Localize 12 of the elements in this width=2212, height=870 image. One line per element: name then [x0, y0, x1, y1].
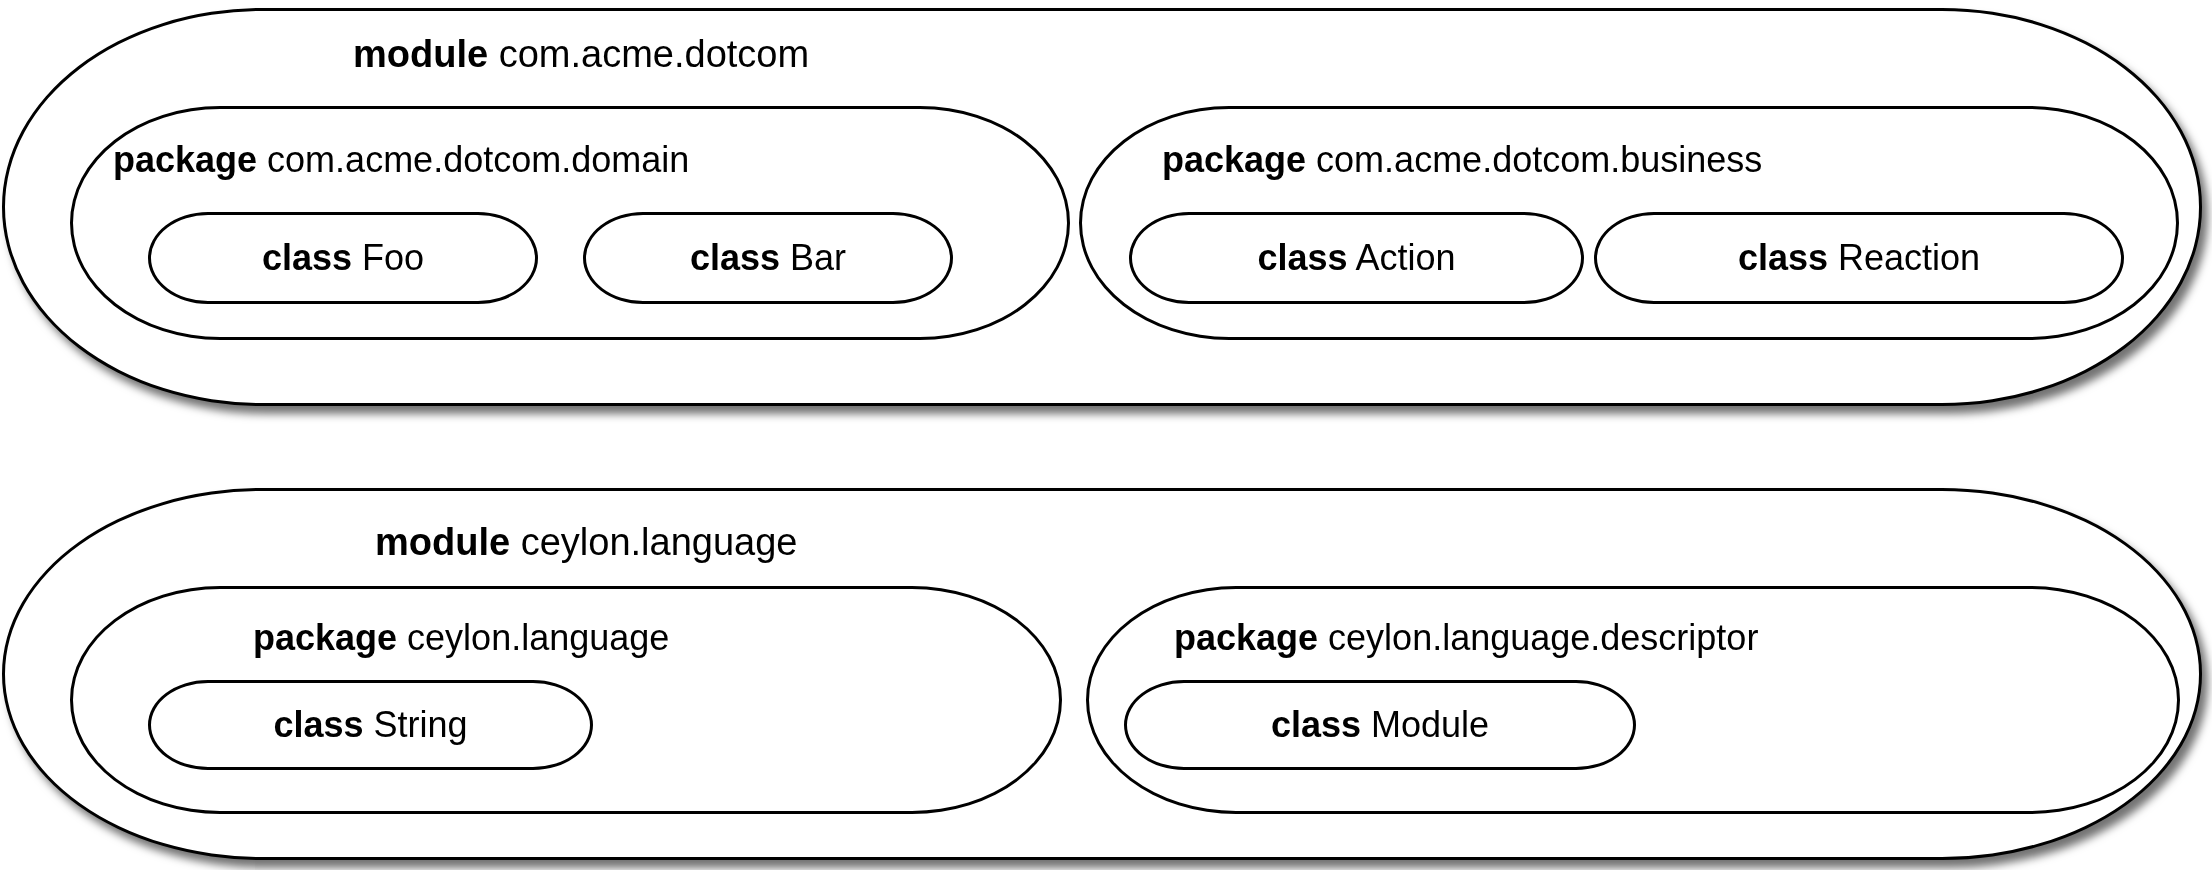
module-title: module com.acme.dotcom [353, 33, 810, 76]
class-label: class Action [1256, 237, 1457, 279]
class-label: class String [272, 704, 469, 746]
package-title: package ceylon.language [253, 617, 670, 659]
package-title: package com.acme.dotcom.business [1162, 139, 1763, 181]
class-label: class Module [1269, 704, 1491, 746]
class-label: class Foo [260, 237, 426, 279]
package-title: package com.acme.dotcom.domain [113, 139, 690, 181]
class-label: class Reaction [1736, 237, 1982, 279]
package-title: package ceylon.language.descriptor [1174, 617, 1759, 659]
module-title: module ceylon.language [375, 521, 798, 564]
class-label: class Bar [688, 237, 848, 279]
